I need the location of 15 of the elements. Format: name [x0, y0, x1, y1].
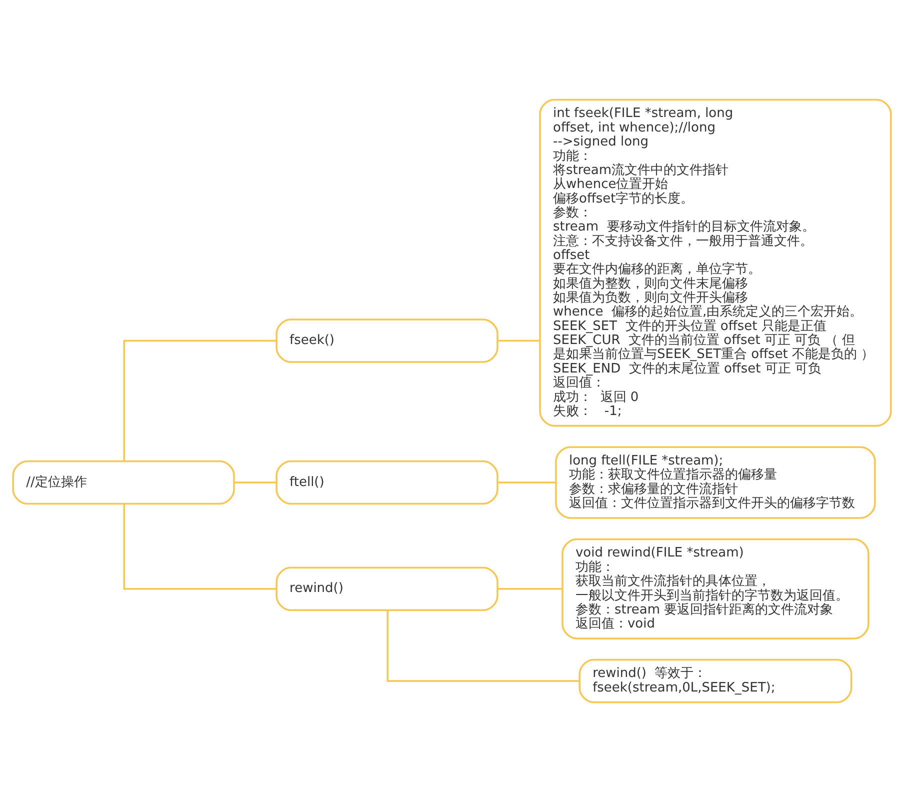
node-box: void rewind(FILE *stream) 功能： 获取当前文件流指针的具体位置， 一般以文件开头到当前指针的字节数为返回值。 参数：stream 要返回指针距离的文件流对象 返回值：void [562, 538, 870, 639]
node-box: int fseek(FILE *stream, long offset, int whence);//long -->signed long 功能： 将stream流文件中的文件指针 从whence位置开始 偏移offset字节的长度。 参数： stream 要移动文件指针的目标文件流对象。 注意：不支持设备文件，一般用于普通文件。 offset 要在文件内偏移的距离，单位字节。 如果值为整数，则向文件末尾偏移 如果值为负数，则向文件开头偏移 whence 偏移的起始位置,由系统定义的三个宏开始。 SEEK_SET 文件的开头位置 offset 只能是正值 SEEK_CUR 文件的当前位置 offset 可正 可负 （ 但是如果当前位置与SEEK_SET重合 offset 不能是负的 ） SEEK_END 文件的末尾位置 offset 可正 可负 返回值： 成功： 返回 0 失败： -1; [539, 98, 892, 426]
node-box: ftell() [276, 460, 498, 504]
connector [498, 587, 562, 590]
node-box: fseek() [276, 318, 498, 362]
connector [386, 610, 580, 682]
node-box: //定位操作 [12, 460, 235, 504]
node-box: long ftell(FILE *stream); 功能：获取文件位置指示器的偏移量 参数：求偏移量的文件流指针 返回值：文件位置指示器到文件开头的偏移字节数 [555, 446, 876, 518]
node-box: rewind() 等效于： fseek(stream,0L,SEEK_SET); [578, 658, 852, 703]
connector [498, 339, 540, 342]
connector [498, 481, 556, 483]
node-box: rewind() [276, 566, 498, 610]
connector [123, 339, 276, 460]
connector [234, 481, 276, 483]
connector [123, 504, 276, 590]
